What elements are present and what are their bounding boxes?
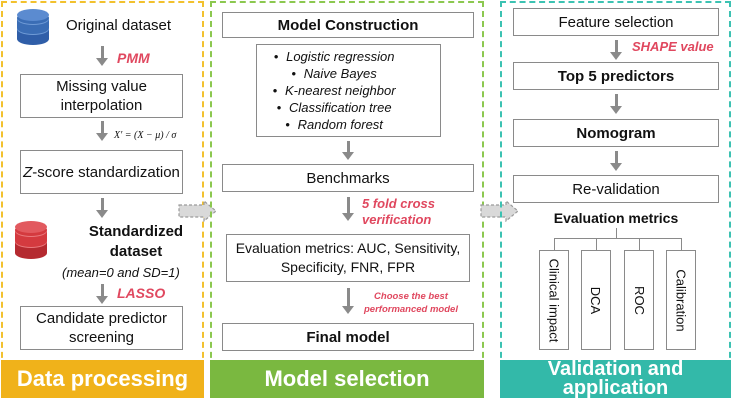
pmm-label: PMM (117, 50, 150, 66)
missing-value-box: Missing value interpolation (20, 74, 183, 118)
calibration-label: Calibration (673, 268, 689, 332)
tree-connector (596, 238, 597, 250)
original-dataset-label: Original dataset (66, 17, 172, 34)
model-list-box: Logistic regression Naive Bayes K-neares… (256, 44, 441, 137)
revalidation-box: Re-validation (513, 175, 719, 203)
model-construction-box: Model Construction (222, 12, 474, 38)
arrow-right-icon (480, 200, 519, 222)
roc-box: ROC (624, 250, 654, 350)
candidate-predictor-box: Candidate predictor screening (20, 306, 183, 350)
benchmarks-box: Benchmarks (222, 164, 474, 192)
database-blue-icon (17, 9, 49, 45)
tree-connector (554, 238, 681, 239)
tree-connector (616, 228, 617, 238)
nomogram-box: Nomogram (513, 119, 719, 147)
list-item: Naive Bayes (265, 65, 396, 82)
zscore-box: Z-score standardization (20, 150, 183, 194)
calibration-box: Calibration (666, 250, 696, 350)
list-item: K-nearest neighbor (265, 82, 396, 99)
list-item: Random forest (265, 116, 396, 133)
mean-sd-label: (mean=0 and SD=1) (62, 265, 180, 280)
standardized-dataset-label: Standardized dataset (88, 223, 184, 260)
tree-connector (681, 238, 682, 250)
feature-selection-box: Feature selection (513, 8, 719, 36)
list-item: Classification tree (265, 99, 396, 116)
clinical-impact-label: Clinical impact (546, 258, 562, 342)
zscore-label: Z-score standardization (23, 163, 180, 181)
final-model-box: Final model (222, 323, 474, 351)
data-processing-footer: Data processing (1, 360, 204, 398)
lasso-label: LASSO (117, 285, 166, 301)
roc-label: ROC (631, 285, 647, 315)
model-list: Logistic regression Naive Bayes K-neares… (265, 48, 396, 133)
top5-predictors-box: Top 5 predictors (513, 62, 719, 90)
shape-value-label: SHAPE value (632, 39, 714, 54)
zscore-formula: X′ = (X − μ) / σ (114, 130, 177, 141)
database-red-icon (15, 221, 47, 259)
tree-connector (639, 238, 640, 250)
list-item: Logistic regression (265, 48, 396, 65)
tree-connector (554, 238, 555, 250)
dca-box: DCA (581, 250, 611, 350)
evaluation-metrics-box: Evaluation metrics: AUC, Sensitivity, Sp… (226, 234, 470, 282)
model-selection-footer: Model selection (210, 360, 484, 398)
dca-label: DCA (588, 286, 604, 314)
validation-footer: Validation and application (500, 359, 731, 398)
evaluation-metrics-title: Evaluation metrics (553, 210, 679, 226)
clinical-impact-box: Clinical impact (539, 250, 569, 350)
